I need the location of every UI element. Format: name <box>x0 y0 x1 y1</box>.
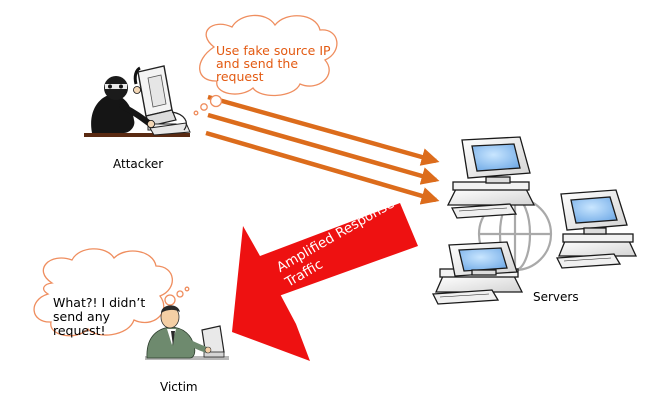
thought-dot-medium <box>200 103 208 111</box>
thought-dot-large <box>209 94 223 108</box>
thought-dot-medium <box>176 290 184 298</box>
victim-illustration <box>145 305 229 360</box>
victim-thought-bubble <box>33 248 190 337</box>
server-computer-3 <box>431 241 524 305</box>
servers-illustration <box>431 136 638 305</box>
request-arrow-2 <box>207 112 440 185</box>
attacker-label: Attacker <box>113 157 164 171</box>
victim-label: Victim <box>160 380 198 394</box>
servers-label: Servers <box>533 290 579 304</box>
attacker-thought-bubble <box>193 14 338 116</box>
thought-dot-small <box>193 110 199 116</box>
server-computer-1 <box>446 136 536 219</box>
request-arrow-3 <box>205 130 440 205</box>
amplified-response-arrow <box>232 203 418 361</box>
request-arrows <box>205 94 440 205</box>
thought-dot-small <box>184 286 190 292</box>
attacker-thought-text: Use fake source IP and send the request <box>216 43 331 84</box>
victim-thought-text: What?! I didn’t send any request! <box>53 295 146 338</box>
request-arrow-1 <box>207 94 440 166</box>
attacker-illustration <box>84 65 191 137</box>
server-computer-2 <box>555 189 638 269</box>
thought-dot-large <box>164 294 176 306</box>
